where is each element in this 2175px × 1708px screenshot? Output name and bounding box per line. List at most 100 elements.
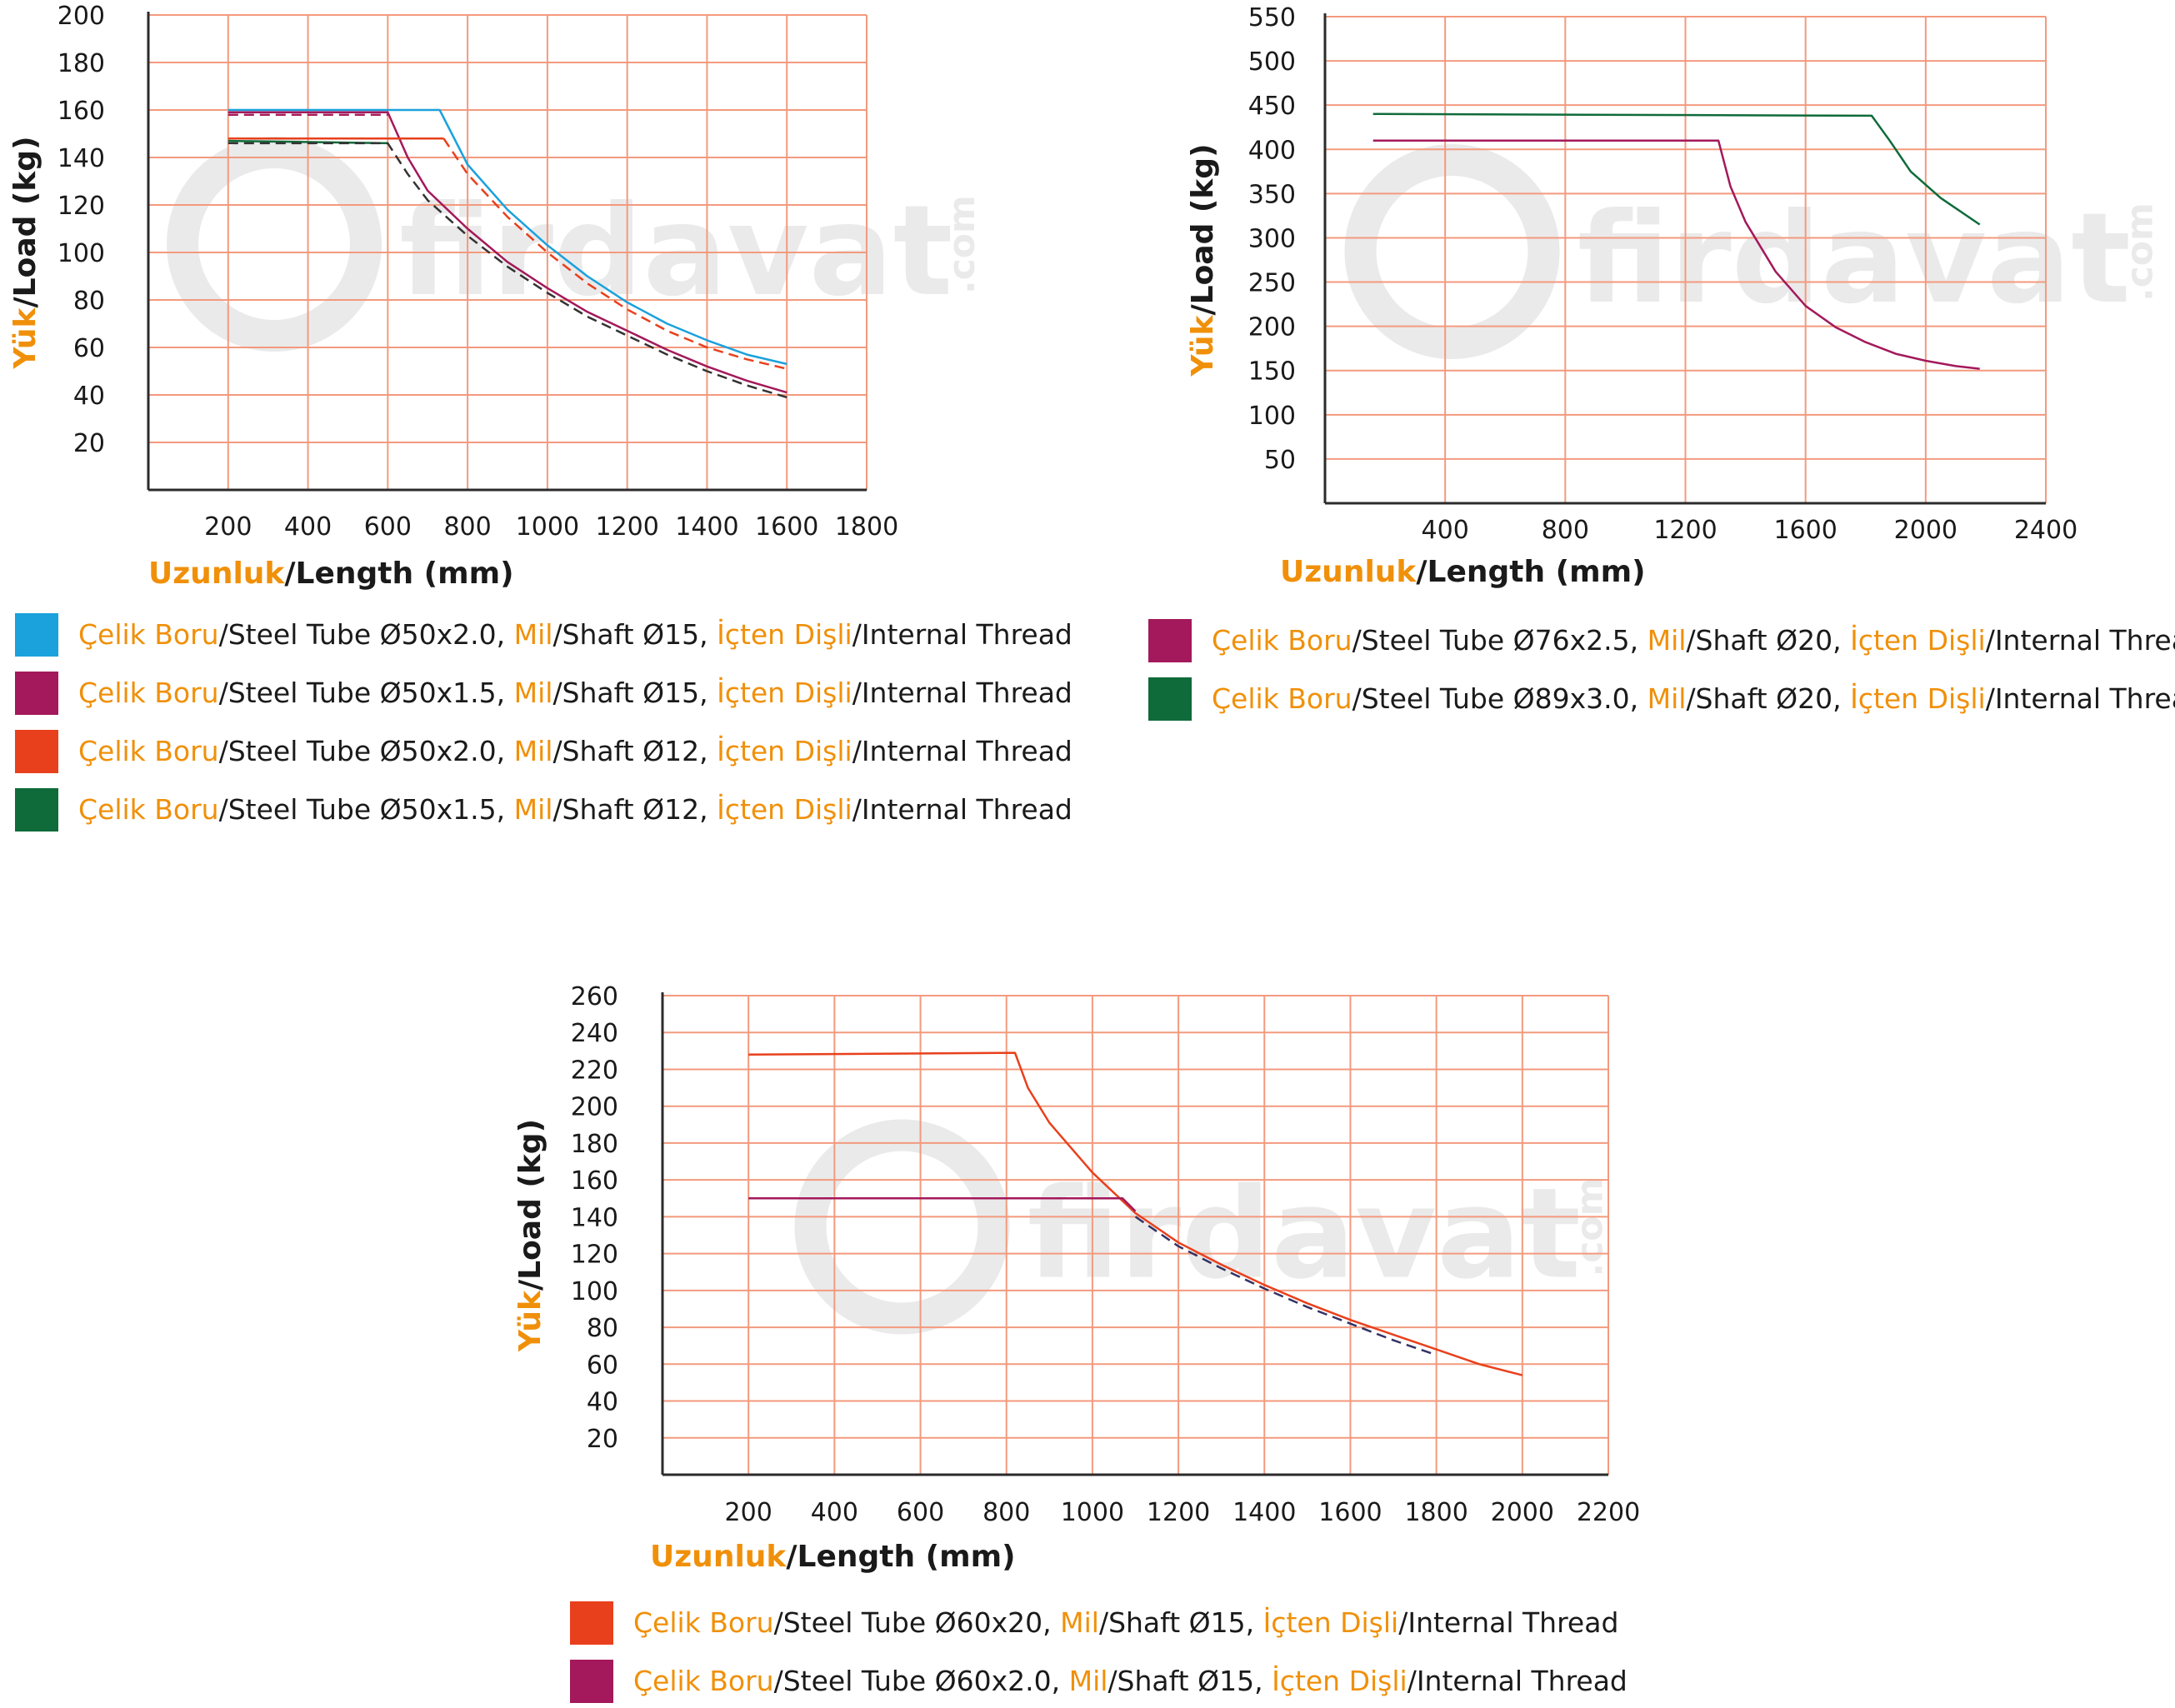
y-tick-label: 120 [571, 1241, 618, 1270]
x-tick-label: 800 [982, 1498, 1030, 1527]
y-tick-label: 140 [571, 1203, 618, 1232]
legend-en-1: /Steel Tube Ø50x2.0, [218, 618, 514, 651]
watermark-logo-icon [167, 137, 382, 352]
legend-tr-1: Çelik Boru [633, 1665, 774, 1697]
legend-en-1: /Steel Tube Ø60x2.0, [773, 1665, 1069, 1697]
legend-en-1: /Steel Tube Ø76x2.5, [1352, 624, 1648, 657]
legend-en-1: /Steel Tube Ø50x1.5, [218, 677, 514, 709]
y-tick-label: 20 [73, 429, 105, 458]
legend-en-3: /Internal Thread [852, 618, 1072, 651]
legend-tr-3: İçten Dişli [1850, 624, 1986, 657]
legend-en-1: /Steel Tube Ø50x2.0, [218, 735, 514, 767]
x-axis-title: Uzunluk/Length (mm) [1280, 555, 1646, 589]
legend-tr-1: Çelik Boru [78, 618, 219, 651]
legend-swatch [15, 788, 58, 832]
legend-en-3: /Internal Thread [1985, 624, 2175, 657]
legend-swatch [15, 730, 58, 773]
x-tick-label: 1400 [675, 512, 738, 542]
x-axis-title-en: /Length (mm) [786, 1540, 1015, 1574]
legend-chart-2: Çelik Boru/Steel Tube Ø76x2.5, Mil/Shaft… [1148, 619, 2175, 727]
legend-tr-2: Mil [1647, 682, 1687, 715]
legend-tr-2: Mil [513, 793, 553, 826]
y-axis-title-tr: Yük [1186, 314, 1220, 377]
y-tick-label: 100 [58, 239, 105, 268]
legend-en-2: /Shaft Ø12, [552, 735, 718, 767]
legend-tr-1: Çelik Boru [1212, 682, 1352, 715]
legend-en-3: /Internal Thread [1985, 682, 2175, 715]
series-line [228, 108, 788, 366]
y-tick-label: 240 [571, 1019, 618, 1048]
y-tick-label: 100 [1248, 402, 1296, 431]
x-tick-label: 400 [284, 512, 332, 542]
x-tick-label: 2400 [2014, 516, 2078, 545]
legend-label: Çelik Boru/Steel Tube Ø50x1.5, Mil/Shaft… [78, 793, 1072, 827]
y-tick-label: 150 [1248, 357, 1296, 387]
legend-swatch [15, 613, 58, 657]
legend-tr-3: İçten Dişli [1850, 682, 1986, 715]
legend-tr-3: İçten Dişli [717, 793, 852, 826]
y-tick-label: 180 [571, 1130, 618, 1159]
legend-en-2: /Shaft Ø20, [1686, 682, 1851, 715]
watermark-suffix: .com [2119, 202, 2162, 302]
legend-label: Çelik Boru/Steel Tube Ø89x3.0, Mil/Shaft… [1212, 682, 2175, 716]
legend-swatch [1148, 619, 1192, 662]
legend-en-2: /Shaft Ø15, [1108, 1665, 1272, 1697]
x-tick-label: 1600 [1318, 1498, 1382, 1527]
series-line [748, 1051, 1523, 1376]
y-tick-label: 20 [587, 1425, 618, 1454]
legend-label: Çelik Boru/Steel Tube Ø50x2.0, Mil/Shaft… [78, 618, 1072, 652]
legend-en-2: /Shaft Ø20, [1686, 624, 1851, 657]
watermark-logo-icon [1344, 144, 1560, 359]
y-tick-label: 300 [1248, 224, 1296, 253]
legend-tr-2: Mil [513, 618, 553, 651]
x-axis-title: Uzunluk/Length (mm) [650, 1540, 1016, 1574]
legend-swatch [15, 672, 58, 715]
x-tick-label: 200 [725, 1498, 772, 1527]
x-axis-title-tr: Uzunluk [148, 557, 285, 591]
legend-en-3: /Internal Thread [852, 793, 1072, 826]
legend-en-2: /Shaft Ø12, [552, 793, 718, 826]
legend-tr-2: Mil [513, 677, 553, 709]
legend-en-3: /Internal Thread [852, 735, 1072, 767]
legend-en-2: /Shaft Ø15, [552, 618, 718, 651]
legend-label: Çelik Boru/Steel Tube Ø50x1.5, Mil/Shaft… [78, 677, 1072, 710]
x-axis-title-en: /Length (mm) [1416, 555, 1645, 589]
x-tick-label: 1200 [1147, 1498, 1210, 1527]
x-tick-label: 2000 [1894, 516, 1958, 545]
legend-tr-1: Çelik Boru [78, 677, 219, 709]
legend-chart-1: Çelik Boru/Steel Tube Ø50x2.0, Mil/Shaft… [15, 613, 1098, 832]
y-tick-label: 350 [1248, 180, 1296, 209]
x-tick-label: 200 [204, 512, 252, 542]
x-tick-label: 1200 [595, 512, 658, 542]
x-tick-label: 1200 [1653, 516, 1717, 545]
x-tick-label: 600 [364, 512, 412, 542]
y-tick-label: 60 [73, 334, 105, 363]
y-tick-label: 60 [587, 1351, 618, 1380]
y-tick-label: 120 [58, 192, 105, 221]
legend-label: Çelik Boru/Steel Tube Ø76x2.5, Mil/Shaft… [1212, 624, 2175, 657]
legend-en-2: /Shaft Ø15, [552, 677, 718, 709]
legend-en-1: /Steel Tube Ø60x20, [773, 1606, 1061, 1639]
x-tick-label: 400 [811, 1498, 858, 1527]
legend-label: Çelik Boru/Steel Tube Ø60x20, Mil/Shaft … [633, 1606, 1618, 1640]
legend-en-3: /Internal Thread [1407, 1665, 1628, 1697]
watermark-suffix: .com [941, 195, 983, 294]
series-line [1372, 112, 1981, 226]
x-tick-label: 1000 [516, 512, 579, 542]
y-tick-label: 260 [571, 982, 618, 1011]
x-tick-label: 800 [443, 512, 491, 542]
legend-tr-3: İçten Dişli [1272, 1665, 1408, 1697]
series-line [228, 111, 788, 394]
y-tick-label: 500 [1248, 47, 1296, 77]
legend-tr-1: Çelik Boru [1212, 624, 1352, 657]
legend-tr-2: Mil [1647, 624, 1687, 657]
y-axis-title: Yük/Load (kg) [1186, 143, 1220, 377]
y-axis-title-tr: Yük [513, 1290, 548, 1352]
x-axis-title-en: /Length (mm) [284, 557, 513, 591]
legend-tr-1: Çelik Boru [78, 793, 219, 826]
legend-en-3: /Internal Thread [852, 677, 1072, 709]
y-axis-title-en: /Load (kg) [1186, 143, 1220, 315]
legend-tr-3: İçten Dişli [717, 677, 852, 709]
y-tick-label: 250 [1248, 269, 1296, 298]
